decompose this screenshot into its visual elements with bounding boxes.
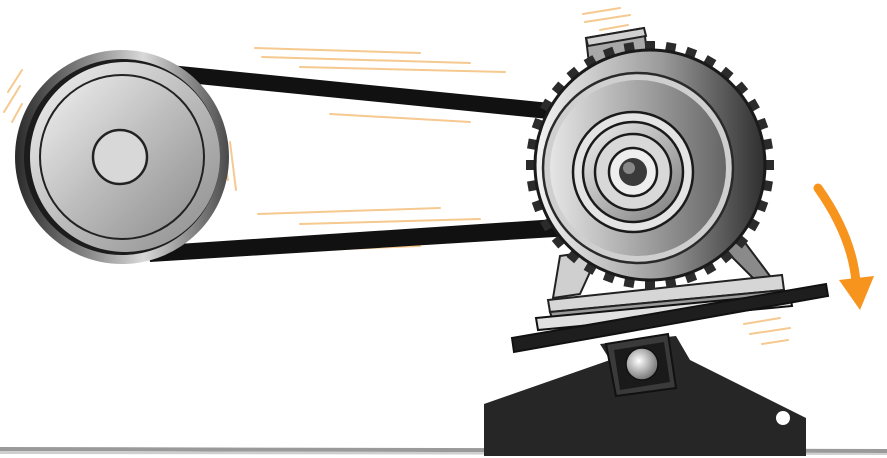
driven-pulley — [15, 50, 229, 264]
motor-pulley — [573, 112, 693, 232]
pivot-bearing — [606, 334, 676, 396]
